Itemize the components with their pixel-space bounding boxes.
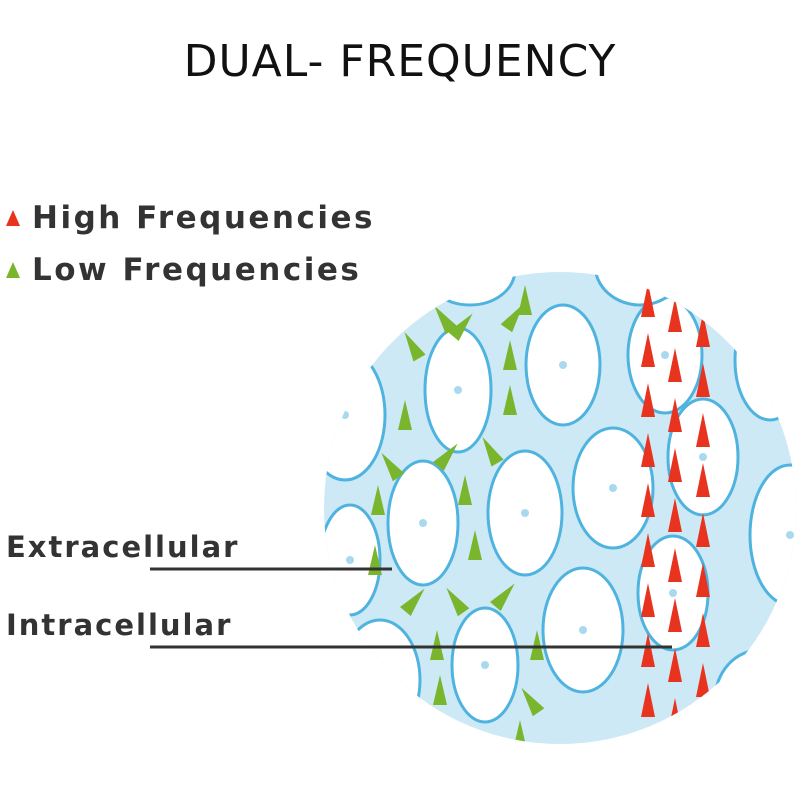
low-frequency-triangle: [447, 313, 473, 341]
high-frequency-triangle: [696, 313, 710, 347]
low-frequency-triangle: [381, 452, 405, 482]
intracellular-label: Intracellular: [6, 608, 233, 642]
cell-nucleus: [636, 261, 644, 269]
low-frequency-triangle: [500, 303, 524, 333]
cell-nucleus: [481, 661, 489, 669]
cell-nucleus: [419, 519, 427, 527]
low-frequency-triangle: [446, 587, 470, 617]
cell-nucleus: [609, 484, 617, 492]
legend-label-low: Low Frequencies: [32, 252, 362, 288]
low-frequency-triangle: [530, 630, 544, 660]
high-frequency-triangle: [696, 463, 710, 497]
low-frequency-triangle: [468, 530, 482, 560]
low-frequency-triangle: [503, 340, 517, 370]
high-frequency-triangle: [668, 398, 682, 432]
high-frequency-triangle: [641, 283, 655, 317]
low-frequency-triangle: [430, 630, 444, 660]
cell-nucleus: [346, 556, 354, 564]
cell-nucleus: [699, 453, 707, 461]
high-frequency-triangle: [641, 533, 655, 567]
high-frequency-triangle: [641, 483, 655, 517]
low-frequency-triangle: [433, 675, 447, 705]
low-frequency-triangle: [482, 437, 504, 467]
high-frequency-triangle: [641, 683, 655, 717]
high-frequency-triangle: [668, 548, 682, 582]
cell-nucleus: [559, 361, 567, 369]
high-frequency-triangle: [696, 663, 710, 697]
high-frequency-triangle: [641, 433, 655, 467]
high-frequency-triangle: [696, 713, 710, 744]
cell-nucleus: [521, 509, 529, 517]
cell: [338, 618, 422, 742]
tissue-circle: [324, 261, 796, 744]
high-frequency-triangle: [668, 348, 682, 382]
high-frequency-triangle: [668, 498, 682, 532]
cell-nucleus: [466, 272, 474, 274]
cell-nucleus: [579, 626, 587, 634]
low-frequency-triangle: [432, 443, 458, 471]
high-frequency-triangle: [696, 613, 710, 647]
cell: [593, 272, 687, 307]
legend-label-high: High Frequencies: [32, 200, 375, 236]
diagram-title: DUAL- FREQUENCY: [183, 36, 617, 87]
high-frequency-triangle: [696, 513, 710, 547]
low-frequency-triangle: [398, 400, 412, 430]
low-frequency-triangle: [489, 583, 515, 611]
cell-nucleus: [454, 386, 462, 394]
cell-nucleus: [786, 531, 794, 539]
cell: [733, 298, 796, 422]
low-frequency-triangle: [503, 385, 517, 415]
legend-item-high: High Frequencies: [6, 200, 375, 236]
low-frequency-triangle: [399, 588, 425, 616]
cell-nucleus: [756, 696, 764, 704]
high-frequency-triangle: [668, 448, 682, 482]
low-frequency-triangle: [434, 305, 458, 335]
high-frequency-triangle: [641, 583, 655, 617]
green-triangle-icon: [6, 262, 20, 278]
cell: [713, 648, 796, 744]
high-frequency-triangle: [696, 413, 710, 447]
high-frequency-triangle: [668, 648, 682, 682]
high-frequency-triangle: [641, 383, 655, 417]
high-frequency-triangle: [696, 563, 710, 597]
cell-nucleus: [661, 351, 669, 359]
low-frequency-triangle: [458, 475, 472, 505]
high-frequency-triangle: [668, 598, 682, 632]
red-triangle-icon: [6, 210, 20, 226]
high-frequency-triangle: [641, 633, 655, 667]
cell-nucleus: [766, 356, 774, 364]
extracellular-label: Extracellular: [6, 530, 240, 564]
high-frequency-triangle: [641, 333, 655, 367]
cell-nucleus: [669, 589, 677, 597]
low-frequency-triangle: [521, 687, 545, 717]
cell-nucleus: [341, 411, 349, 419]
cell: [423, 272, 517, 307]
low-frequency-triangle: [518, 285, 532, 315]
legend-item-low: Low Frequencies: [6, 252, 361, 288]
low-frequency-triangle: [404, 332, 426, 362]
cell-nucleus: [376, 676, 384, 684]
low-frequency-triangle: [371, 485, 385, 515]
high-frequency-triangle: [668, 298, 682, 332]
high-frequency-triangle: [696, 363, 710, 397]
